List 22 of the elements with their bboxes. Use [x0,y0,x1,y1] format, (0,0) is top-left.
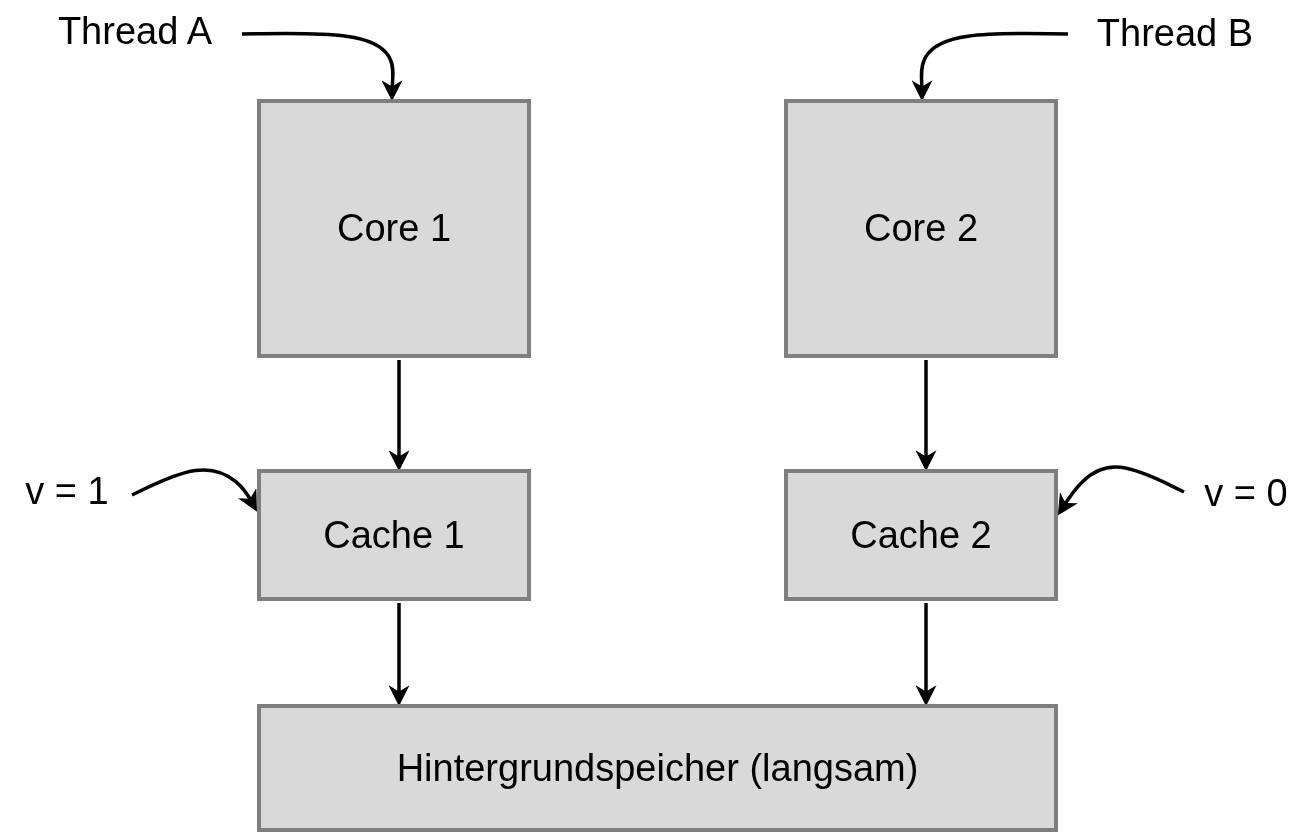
arrow [388,603,410,707]
cache-box [257,469,531,601]
box-label: Core 1 [336,207,452,250]
arrow [911,31,1069,102]
box-label: Cache 1 [323,513,465,557]
arrow [131,468,257,512]
memory-box [257,704,1058,832]
arrow [915,360,937,472]
box-label: Hintergrundspeicher (langsam) [396,746,919,790]
cache-box [784,469,1058,601]
text-label: Thread B [1096,11,1254,55]
arrow [241,31,403,102]
box-label: Cache 2 [850,513,992,557]
text-label: v = 0 [1204,471,1288,515]
text-label: v = 1 [25,469,109,513]
core-box [784,99,1058,358]
arrow [915,603,937,707]
arrow [1057,465,1185,516]
text-label: Thread A [57,9,213,53]
core-box [257,99,531,358]
box-label: Core 2 [863,207,979,250]
arrow [388,360,410,472]
